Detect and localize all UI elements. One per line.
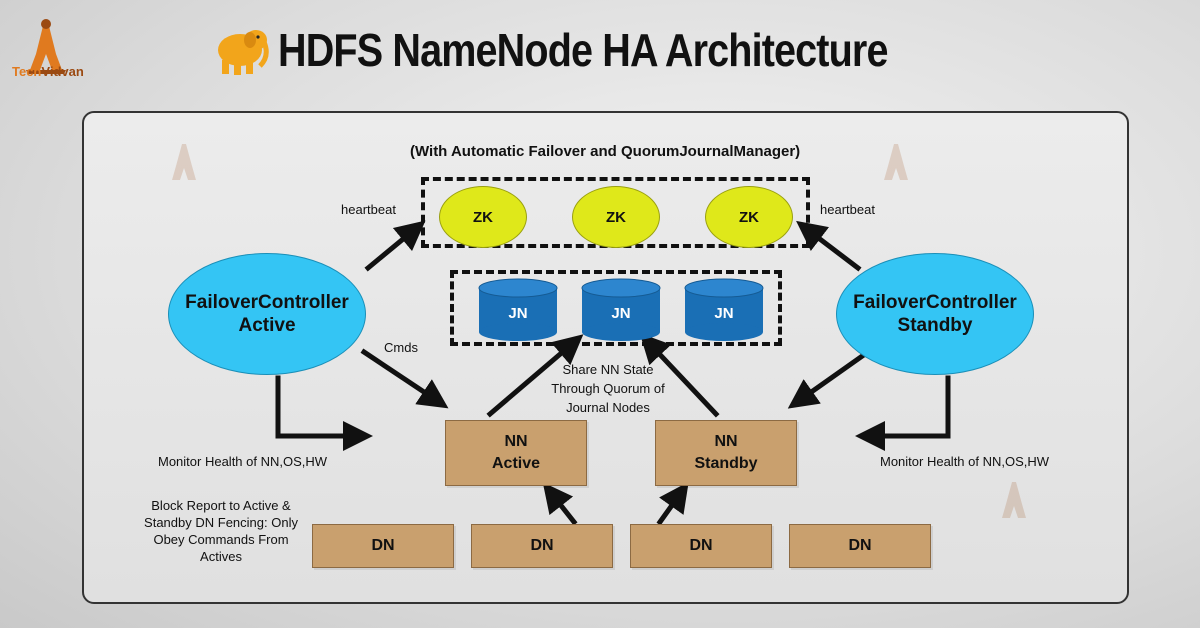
monitor-left-arrow	[275, 375, 373, 451]
datanode: DN	[312, 524, 454, 568]
heartbeat-label-right: heartbeat	[820, 202, 875, 217]
monitor-right-arrow	[855, 375, 951, 451]
heartbeat-label-left: heartbeat	[341, 202, 396, 217]
failover-controller-standby: FailoverController Standby	[836, 253, 1034, 375]
heartbeat-left-arrow	[364, 220, 426, 272]
block-report-label: Block Report to Active & Standby DN Fenc…	[144, 498, 298, 564]
dn-to-standby-arrow	[656, 481, 689, 526]
heartbeat-right-arrow	[796, 220, 862, 272]
journal-node: JN	[581, 278, 661, 342]
share-state-label: Share NN State Through Quorum of Journal…	[551, 362, 665, 415]
standby-cmds-arrow	[787, 348, 872, 409]
hadoop-elephant-icon	[218, 30, 269, 75]
zookeeper-node: ZK	[705, 186, 793, 248]
journal-node-group	[450, 270, 782, 346]
header: HDFS NameNode HA Architecture	[208, 18, 987, 82]
watermark-logo-icon	[1002, 482, 1026, 518]
zookeeper-node: ZK	[439, 186, 527, 248]
journal-node: JN	[478, 278, 558, 342]
datanode: DN	[630, 524, 772, 568]
standby-to-jn-arrow	[639, 333, 720, 418]
monitor-health-label-left: Monitor Health of NN,OS,HW	[158, 454, 328, 469]
cmds-arrow	[360, 348, 449, 409]
journal-node: JN	[684, 278, 764, 342]
failover-controller-active: FailoverController Active	[168, 253, 366, 375]
namenode-standby: NN Standby	[655, 420, 797, 486]
active-to-jn-arrow	[486, 334, 584, 418]
datanode: DN	[471, 524, 613, 568]
zookeeper-node: ZK	[572, 186, 660, 248]
datanode: DN	[789, 524, 931, 568]
logo-text: TechVidvan	[12, 64, 84, 79]
dn-to-active-arrow	[542, 482, 578, 526]
namenode-active: NN Active	[445, 420, 587, 486]
watermark-logo-icon	[884, 144, 908, 180]
diagram-subtitle: (With Automatic Failover and QuorumJourn…	[410, 143, 801, 160]
watermark-logo-icon	[172, 144, 196, 180]
page-title: HDFS NameNode HA Architecture	[278, 24, 888, 76]
monitor-health-label-right: Monitor Health of NN,OS,HW	[880, 454, 1050, 469]
cmds-label: Cmds	[384, 340, 418, 355]
logo-mark-icon	[26, 19, 66, 74]
